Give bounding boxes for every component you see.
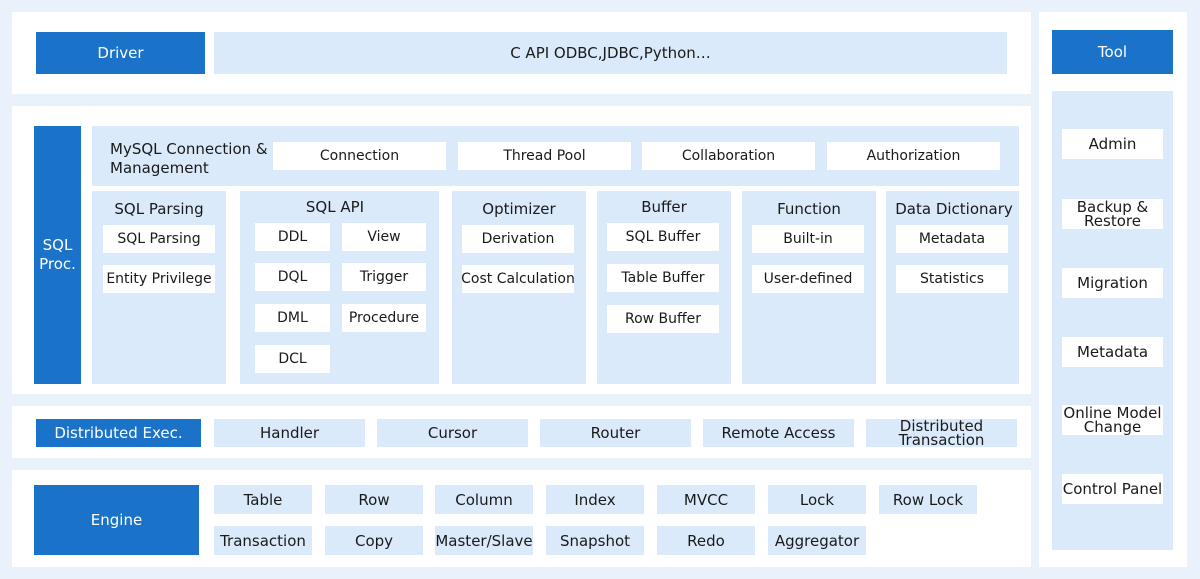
sql-api-dcl: DCL [255,345,330,373]
tool-label: Tool [1052,30,1173,74]
connection-title: MySQL Connection & Management [110,140,268,177]
sql-parsing-title: SQL Parsing [114,200,204,218]
engine-label: Engine [34,485,199,555]
engine-item-column: Column [435,485,533,514]
buffer-table-buffer: Table Buffer [607,264,719,292]
sql-api-ddl: DDL [255,223,330,251]
engine-item-index: Index [546,485,644,514]
buffer-title: Buffer [641,198,687,216]
engine-item-table: Table [214,485,312,514]
connection-item-connection: Connection [273,142,446,170]
engine-item-mvcc: MVCC [657,485,755,514]
engine-item-transaction: Transaction [214,526,312,555]
sql-api-procedure: Procedure [342,304,426,332]
entity-privilege-item: Entity Privilege [103,265,215,293]
tool-item-metadata: Metadata [1062,337,1163,367]
function-user-defined: User-defined [752,265,864,293]
connection-item-authorization: Authorization [827,142,1000,170]
buffer-row-buffer: Row Buffer [607,305,719,333]
engine-item-snapshot: Snapshot [546,526,644,555]
connection-item-thread-pool: Thread Pool [458,142,631,170]
tool-item-backup-restore: Backup & Restore [1062,199,1163,229]
driver-label: Driver [36,32,205,74]
tool-items-column [1052,91,1173,550]
distributed-item-handler: Handler [214,419,365,447]
engine-item-redo: Redo [657,526,755,555]
distributed-item-remote-access: Remote Access [703,419,854,447]
engine-item-master-slave: Master/Slave [435,526,533,555]
tool-item-control-panel: Control Panel [1062,474,1163,504]
sql-api-dml: DML [255,304,330,332]
connection-item-collaboration: Collaboration [642,142,815,170]
sql-parsing-item: SQL Parsing [103,225,215,253]
engine-item-row-lock: Row Lock [879,485,977,514]
tool-item-online-model-change: Online Model Change [1062,403,1163,436]
tool-item-migration: Migration [1062,268,1163,298]
data-dictionary-metadata: Metadata [896,225,1008,253]
engine-item-aggregator: Aggregator [768,526,866,555]
engine-item-row: Row [325,485,423,514]
tool-item-admin: Admin [1062,129,1163,159]
distributed-label: Distributed Exec. [36,419,201,447]
engine-item-copy: Copy [325,526,423,555]
optimizer-derivation: Derivation [462,225,574,253]
buffer-sql-buffer: SQL Buffer [607,223,719,251]
driver-apis: C API ODBC,JDBC,Python… [214,32,1007,74]
optimizer-title: Optimizer [482,200,556,218]
function-title: Function [777,200,841,218]
distributed-item-cursor: Cursor [377,419,528,447]
sql-api-title: SQL API [305,198,365,216]
function-built-in: Built-in [752,225,864,253]
data-dictionary-statistics: Statistics [896,265,1008,293]
distributed-item-router: Router [540,419,691,447]
sql-api-view: View [342,223,426,251]
distributed-item-distributed-transaction: Distributed Transaction [866,418,1017,448]
optimizer-cost-calculation: Cost Calculation [461,265,575,293]
sql-api-trigger: Trigger [342,263,426,291]
data-dictionary-title: Data Dictionary [895,200,1013,218]
sql-api-dql: DQL [255,263,330,291]
sql-proc-label: SQL Proc. [34,126,81,384]
engine-item-lock: Lock [768,485,866,514]
